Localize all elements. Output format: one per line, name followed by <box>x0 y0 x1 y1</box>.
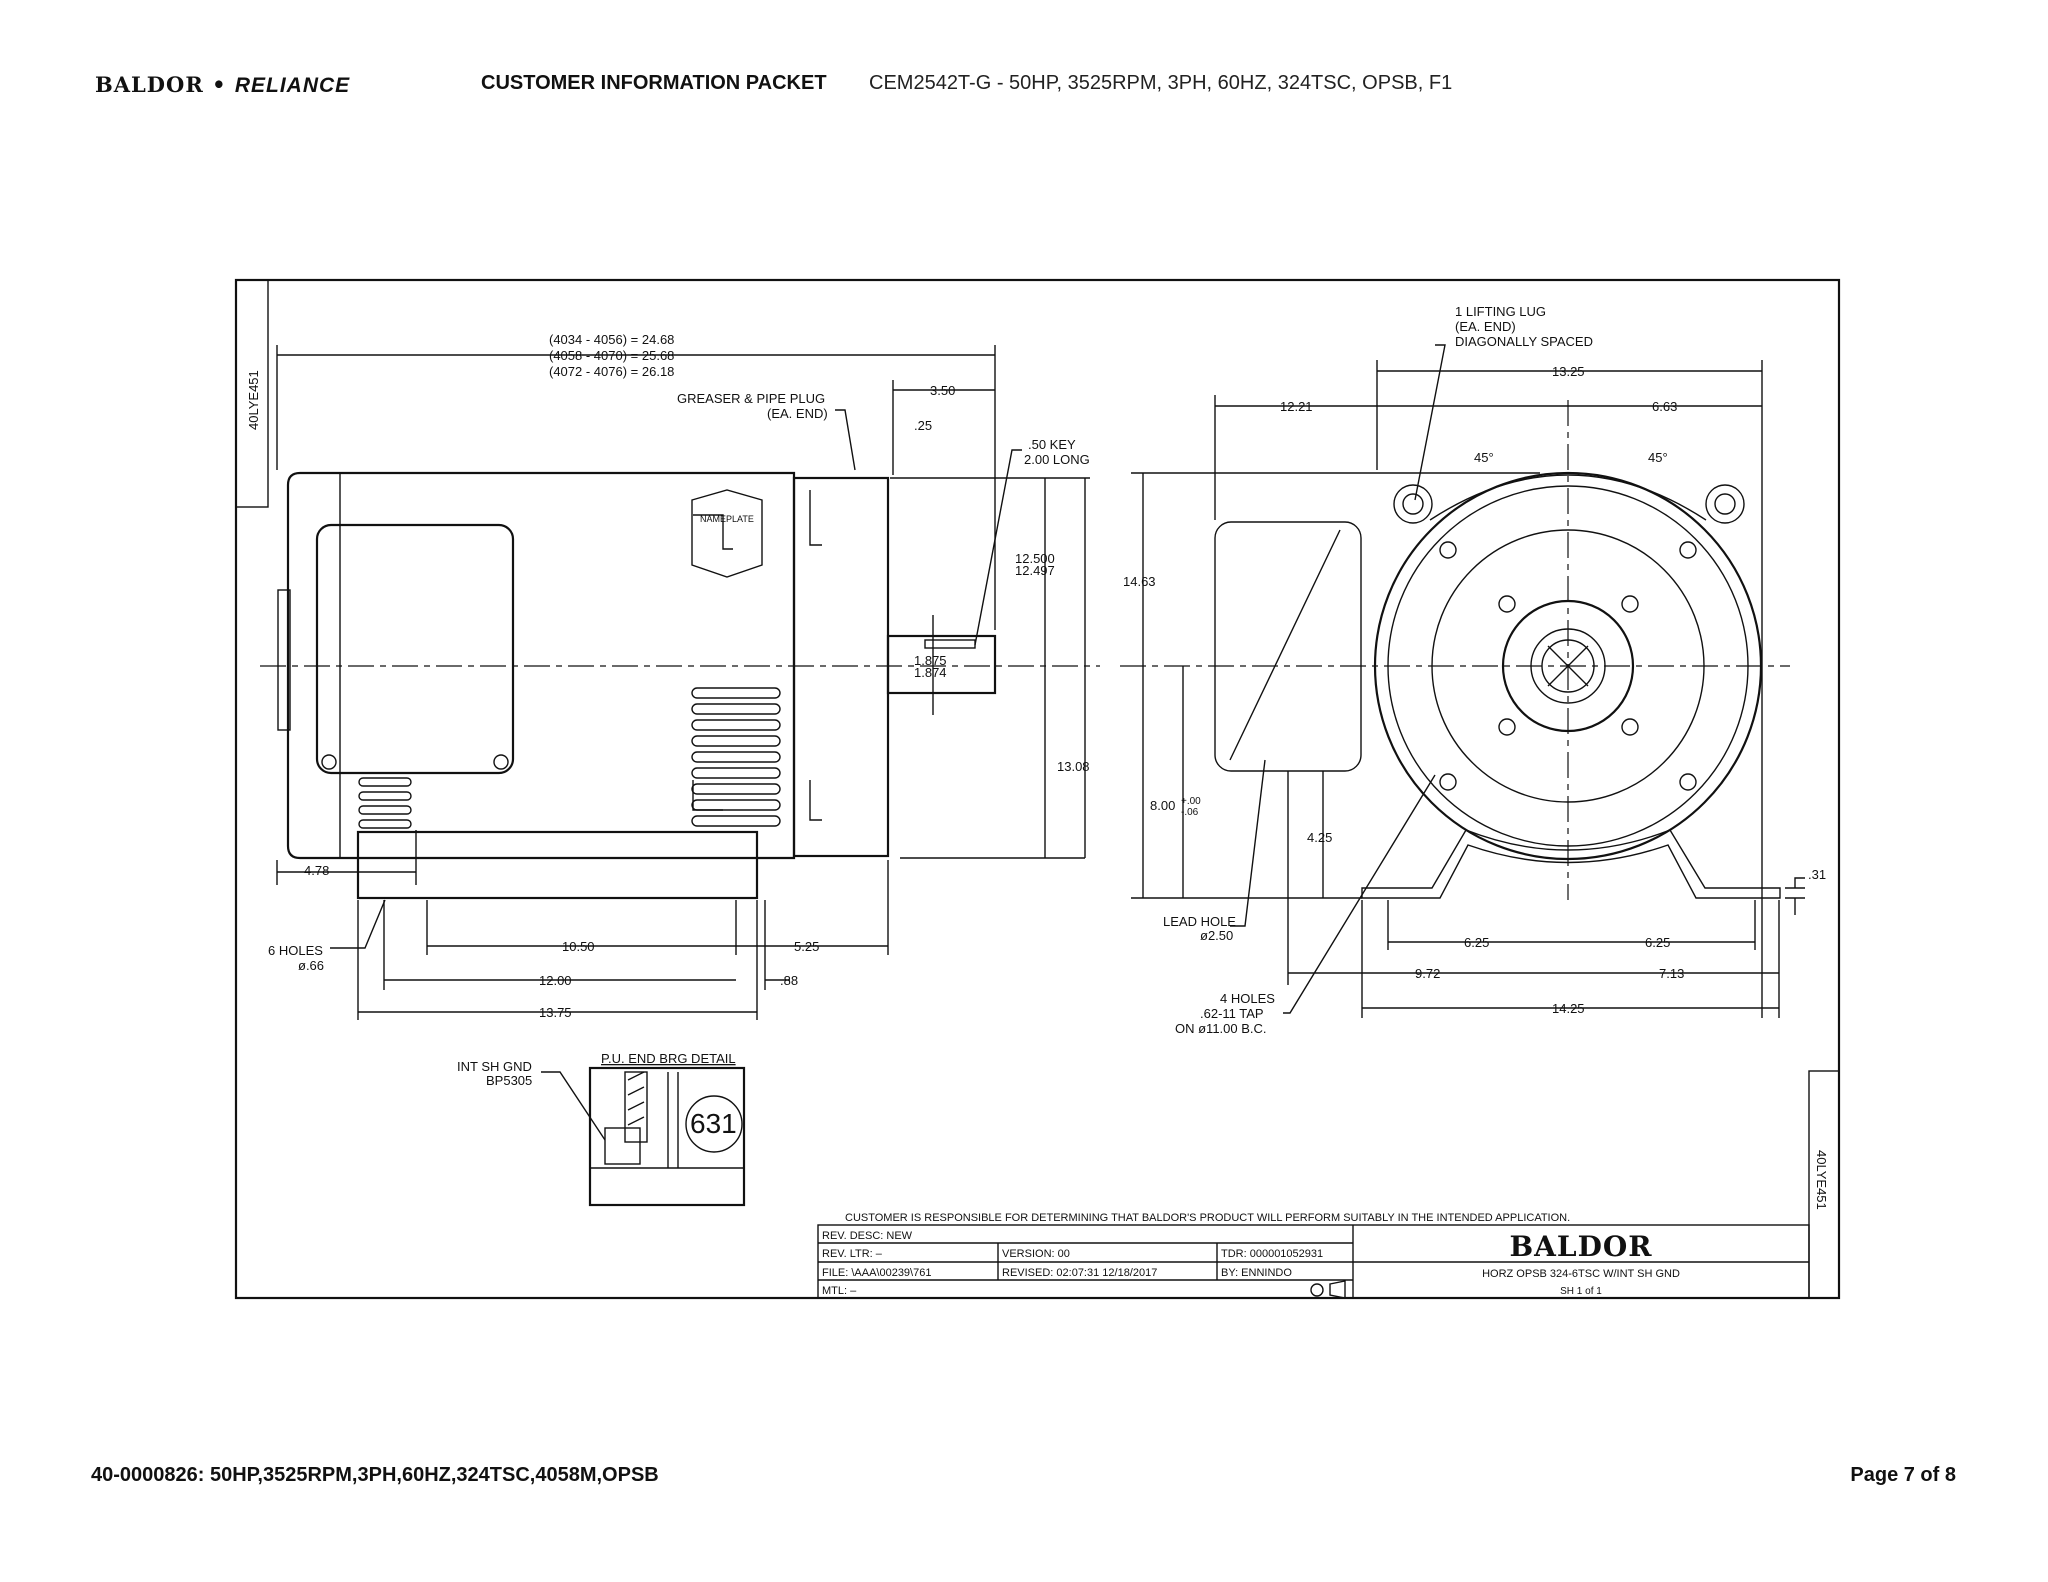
dim-4-25: 4.25 <box>1307 830 1332 845</box>
lead-hole-label: LEAD HOLE <box>1163 914 1236 929</box>
rev-desc: REV. DESC: NEW <box>822 1230 913 1242</box>
dim-13-25: 13.25 <box>1552 364 1585 379</box>
dim-10-50: 10.50 <box>562 939 595 954</box>
angle-right: 45° <box>1648 450 1668 465</box>
dim-8-00: 8.00 <box>1150 798 1175 813</box>
footer-part-description: 40-0000826: 50HP,3525RPM,3PH,60HZ,324TSC… <box>91 1464 659 1486</box>
key-label: .50 KEY <box>1028 437 1076 452</box>
title-block: CUSTOMER IS RESPONSIBLE FOR DETERMINING … <box>817 1212 1810 1299</box>
dim-12-21: 12.21 <box>1280 399 1313 414</box>
bearing-detail: INT SH GND BP5305 P.U. END BRG DETAIL 63… <box>457 1051 746 1207</box>
int-sh-gnd-label: INT SH GND <box>457 1059 532 1074</box>
part-number-label: BP5305 <box>486 1073 532 1088</box>
holes-dia: ø.66 <box>298 958 324 973</box>
dim-6-63: 6.63 <box>1652 399 1677 414</box>
tolerance-plus: +.00 <box>1181 796 1201 807</box>
drawing-border <box>234 278 1841 1300</box>
dim-0-25: .25 <box>914 418 932 433</box>
key-length-label: 2.00 LONG <box>1024 452 1090 467</box>
holes-label: 6 HOLES <box>268 943 323 958</box>
length-dim-2: (4058 - 4070) = 25.68 <box>549 348 674 363</box>
drawing-description: HORZ OPSB 324-6TSC W/INT SH GND <box>1482 1268 1680 1280</box>
baldor-title-logo: BALDOR <box>1509 1230 1652 1263</box>
dim-3-50: 3.50 <box>930 383 955 398</box>
packet-title: CUSTOMER INFORMATION PACKET <box>481 72 827 94</box>
shaft-dia-max: 1.875 <box>914 653 947 668</box>
dim-6-25-right: 6.25 <box>1645 935 1670 950</box>
file-path: FILE: \AAA\00239\761 <box>822 1267 931 1279</box>
side-view: NAMEPLATE (4034 - 4056) = 24.68 (4 <box>260 332 1100 1020</box>
dim-6-25-left: 6.25 <box>1464 935 1489 950</box>
revised-date: REVISED: 02:07:31 12/18/2017 <box>1002 1267 1157 1279</box>
tolerance-minus: -.06 <box>1181 807 1199 818</box>
conduit-box <box>315 523 515 775</box>
logo-separator: • <box>203 72 235 97</box>
logo-reliance: RELIANCE <box>234 74 351 97</box>
dim-12-00: 12.00 <box>539 973 572 988</box>
dim-7-13: 7.13 <box>1659 966 1684 981</box>
dim-9-72: 9.72 <box>1415 966 1440 981</box>
bearing-number: 631 <box>690 1108 737 1139</box>
left-tag: 40LYE451 <box>246 370 261 430</box>
shaft <box>886 634 997 695</box>
length-dim-3: (4072 - 4076) = 26.18 <box>549 364 674 379</box>
lifting-lug-label-2: (EA. END) <box>1455 319 1516 334</box>
angle-left: 45° <box>1474 450 1494 465</box>
baldor-reliance-logo: BALDOR • RELIANCE <box>95 72 350 98</box>
detail-title: P.U. END BRG DETAIL <box>601 1051 736 1066</box>
left-tag-box <box>235 279 269 508</box>
model-description: CEM2542T-G - 50HP, 3525RPM, 3PH, 60HZ, 3… <box>869 72 1453 94</box>
dim-0-88: .88 <box>780 973 798 988</box>
nameplate <box>691 489 763 578</box>
right-tag-box <box>1808 1070 1840 1299</box>
disclaimer: CUSTOMER IS RESPONSIBLE FOR DETERMINING … <box>845 1212 1570 1224</box>
shaft-dia-min: 1.874 <box>914 665 947 680</box>
rev-ltr: REV. LTR: – <box>822 1248 883 1260</box>
nameplate-label: NAMEPLATE <box>700 514 754 524</box>
drawn-by: BY: ENNINDO <box>1221 1267 1292 1279</box>
tap-holes-label: 4 HOLES <box>1220 991 1275 1006</box>
dim-13-75: 13.75 <box>539 1005 572 1020</box>
dim-12-500: 12.500 <box>1015 551 1055 566</box>
dim-14-63: 14.63 <box>1123 574 1156 589</box>
dim-0-31: .31 <box>1808 867 1826 882</box>
bolt-circle-label: ON ø11.00 B.C. <box>1175 1021 1267 1036</box>
dim-14-25: 14.25 <box>1552 1001 1585 1016</box>
dim-12-497: 12.497 <box>1015 563 1055 578</box>
dim-4-78: 4.78 <box>304 863 329 878</box>
dim-13-08: 13.08 <box>1057 759 1090 774</box>
version: VERSION: 00 <box>1002 1248 1070 1260</box>
end-view: 1 LIFTING LUG (EA. END) DIAGONALLY SPACE… <box>1120 304 1826 1036</box>
greaser-label: GREASER & PIPE PLUG <box>677 391 825 406</box>
greaser-label-2: (EA. END) <box>767 406 828 421</box>
dim-5-25: 5.25 <box>794 939 819 954</box>
projection-symbol-icon <box>1310 1283 1324 1297</box>
tap-size-label: .62-11 TAP <box>1200 1006 1264 1021</box>
sheet-number: SH 1 of 1 <box>1560 1286 1602 1297</box>
lifting-lug-label-3: DIAGONALLY SPACED <box>1455 334 1593 349</box>
material: MTL: – <box>822 1285 857 1297</box>
base <box>356 830 759 900</box>
lifting-lug-label: 1 LIFTING LUG <box>1455 304 1546 319</box>
page-number: Page 7 of 8 <box>1850 1464 1956 1486</box>
length-dim-1: (4034 - 4056) = 24.68 <box>549 332 674 347</box>
lead-hole-dia: ø2.50 <box>1200 928 1233 943</box>
tdr-number: TDR: 000001052931 <box>1221 1248 1323 1260</box>
right-tag: 40LYE451 <box>1814 1150 1829 1210</box>
logo-baldor: BALDOR <box>95 72 204 97</box>
